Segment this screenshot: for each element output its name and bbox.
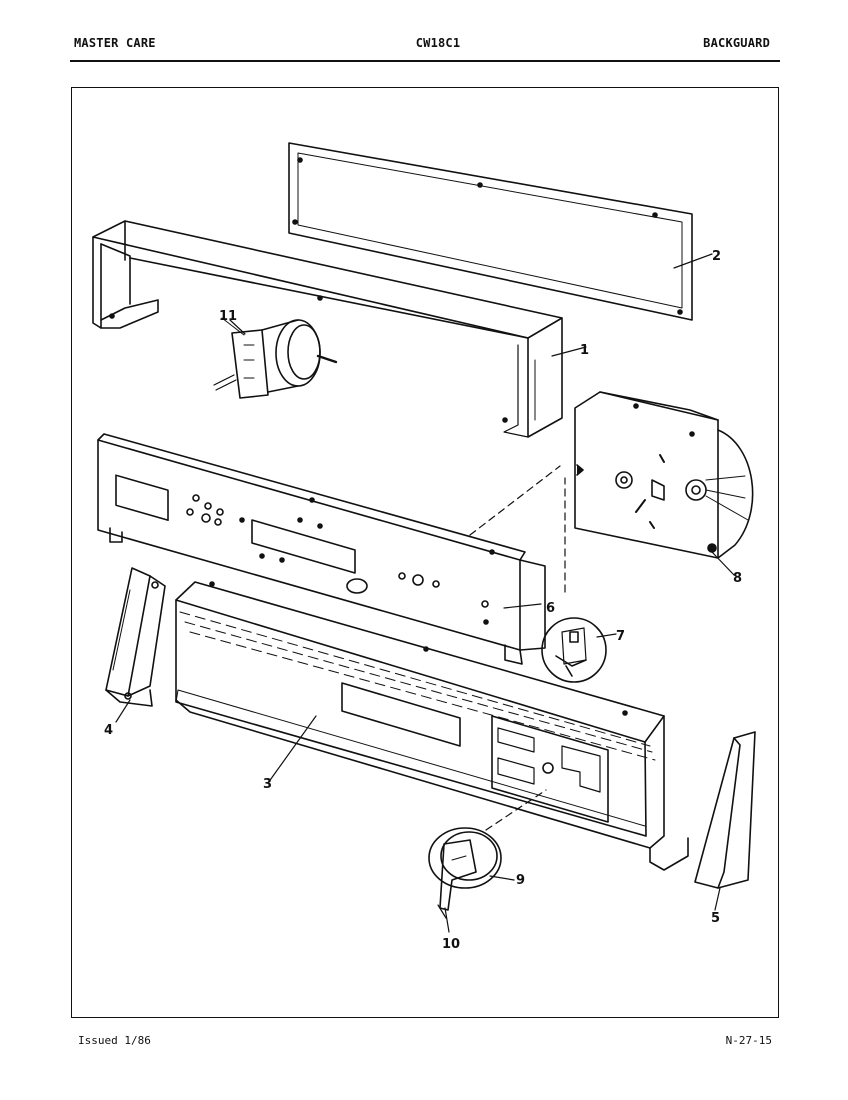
header-brand: MASTER CARE xyxy=(74,36,156,50)
callout-2: 2 xyxy=(712,249,721,264)
header-section: BACKGUARD xyxy=(703,36,770,50)
part-6-mounting-plate xyxy=(97,433,546,665)
leader-dashed-knob xyxy=(485,789,547,831)
callout-8: 8 xyxy=(733,571,742,586)
part-2-gasket-panel xyxy=(288,142,693,321)
callout-6: 6 xyxy=(546,601,555,616)
part-11-switch xyxy=(213,317,338,399)
header-rule xyxy=(70,60,780,62)
leader-dashed-timer xyxy=(469,465,566,593)
callout-11: 11 xyxy=(219,309,237,324)
footer-issued: Issued 1/86 xyxy=(78,1034,151,1047)
callout-9: 9 xyxy=(516,873,525,888)
part-9-10-knob-and-dial xyxy=(428,827,502,919)
part-7-clip-detail xyxy=(541,617,607,683)
callout-leaders xyxy=(115,253,735,933)
part-4-end-cap-left xyxy=(105,567,166,707)
part-5-end-cap-right xyxy=(694,731,756,889)
callout-1: 1 xyxy=(580,343,589,358)
callout-7: 7 xyxy=(616,629,625,644)
header-model: CW18C1 xyxy=(415,36,461,50)
part-3-control-panel xyxy=(175,581,689,871)
callout-5: 5 xyxy=(711,911,720,926)
callout-4: 4 xyxy=(104,723,113,738)
callout-3: 3 xyxy=(263,777,272,792)
callout-10: 10 xyxy=(442,937,460,952)
diagram-frame xyxy=(71,87,779,1018)
part-1-frame xyxy=(92,220,563,438)
part-8-timer xyxy=(574,391,754,559)
footer-page-code: N-27-15 xyxy=(725,1034,772,1047)
